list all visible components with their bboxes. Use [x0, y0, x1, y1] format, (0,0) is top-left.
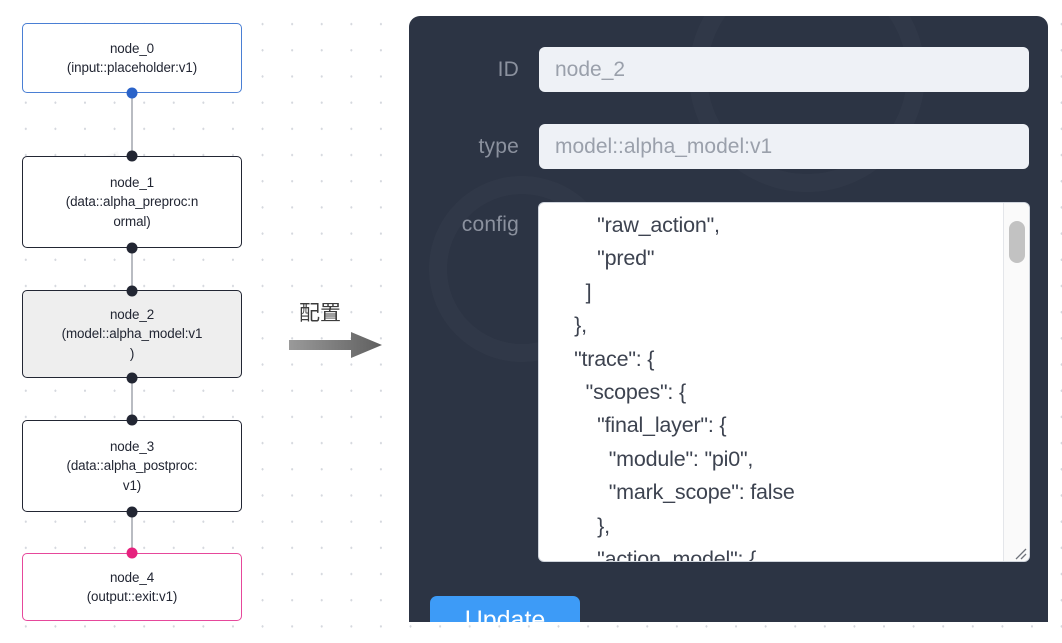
graph-node-node_3[interactable]: node_3 (data::alpha_postproc: v1) — [22, 420, 242, 512]
graph-node-node_2[interactable]: node_2 (model::alpha_model:v1 ) — [22, 290, 242, 378]
graph-node-node_1[interactable]: node_1 (data::alpha_preproc:n ormal) — [22, 156, 242, 248]
node-handle-source-node_1[interactable] — [126, 242, 138, 254]
config-textarea[interactable]: "raw_action", "pred" ] }, "trace": { "sc… — [574, 213, 795, 561]
node-label: node_3 (data::alpha_postproc: v1) — [66, 438, 198, 493]
graph-node-node_0[interactable]: node_0 (input::placeholder:v1) — [22, 23, 242, 93]
scrollbar-thumb[interactable] — [1009, 221, 1025, 263]
type-input[interactable] — [539, 124, 1029, 169]
node-label: node_4 (output::exit:v1) — [86, 569, 178, 605]
right-arrow-icon — [289, 332, 383, 363]
config-field-label: config — [461, 213, 519, 236]
field-row-id: ID — [424, 47, 1029, 92]
edge-node3-node4 — [131, 511, 133, 552]
edge-node1-node2 — [131, 247, 133, 304]
annotation-arrow-group: 配置 — [289, 297, 399, 367]
config-textarea-scrollbar[interactable] — [1003, 203, 1029, 561]
edge-node0-node1 — [131, 92, 133, 156]
node-label: node_1 (data::alpha_preproc:n ormal) — [65, 174, 199, 229]
annotation-label: 配置 — [299, 301, 341, 325]
node-config-panel: ID type config "raw_action", "pred" ] },… — [409, 16, 1048, 622]
node-handle-target-node_4[interactable] — [126, 547, 138, 559]
node-handle-source-node_0[interactable] — [126, 87, 138, 99]
node-handle-target-node_3[interactable] — [126, 414, 138, 426]
node-label: node_2 (model::alpha_model:v1 ) — [61, 306, 203, 361]
config-textarea-wrapper[interactable]: "raw_action", "pred" ] }, "trace": { "sc… — [539, 203, 1029, 561]
field-row-config: config "raw_action", "pred" ] }, "trace"… — [424, 203, 1029, 561]
node-label: node_0 (input::placeholder:v1) — [66, 40, 198, 76]
id-input[interactable] — [539, 47, 1029, 92]
graph-node-node_4[interactable]: node_4 (output::exit:v1) — [22, 553, 242, 621]
node-handle-target-node_2[interactable] — [126, 285, 138, 297]
id-field-label: ID — [497, 57, 519, 81]
field-row-type: type — [424, 124, 1029, 169]
resize-handle-icon[interactable] — [1010, 543, 1027, 560]
node-handle-target-node_1[interactable] — [126, 150, 138, 162]
node-handle-source-node_2[interactable] — [126, 372, 138, 384]
update-button[interactable]: Update — [430, 596, 580, 622]
edge-node2-node3 — [131, 377, 133, 421]
node-handle-source-node_3[interactable] — [126, 506, 138, 518]
type-field-label: type — [478, 134, 519, 158]
